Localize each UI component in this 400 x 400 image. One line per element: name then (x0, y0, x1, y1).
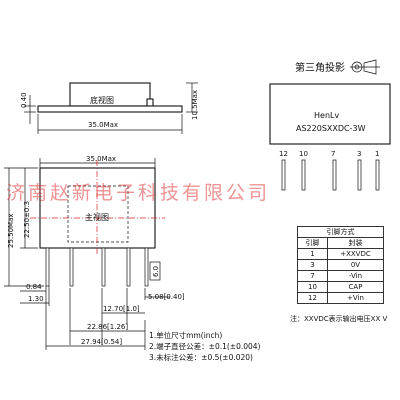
side-pin-label-3: 3 (357, 150, 361, 158)
pin-table-header-pin: 引脚 (297, 237, 328, 249)
model-label: AS220SXXDC-3W (296, 124, 366, 133)
bottom-view-label: 底视图 (90, 95, 114, 105)
projection-label: 第三角投影 (295, 61, 345, 74)
dim-6-0-box (149, 261, 161, 281)
dim-35-top: 35.0Max (88, 121, 118, 129)
side-view: HenLv AS220SXXDC-3W 12 10 7 3 1 (269, 83, 391, 191)
dim-1-30: 1.30 (28, 295, 44, 303)
bottom-view-base (37, 105, 183, 113)
table-row: 12 +Vin (297, 292, 385, 304)
side-pin-label-12: 12 (279, 150, 288, 158)
side-pin-label-1: 1 (375, 150, 379, 158)
table-row: 1 +XXVDC (297, 248, 385, 260)
pin-function: +Vin (326, 292, 385, 304)
dim-12-70: 12.70[1.0] (103, 305, 140, 313)
watermark-text: 济南赵新电子科技有限公司 (6, 182, 270, 204)
bottom-view: 底视图 0.40 10.5Max 35.0Max (20, 82, 199, 134)
dim-6-0: 6.0 (152, 266, 160, 277)
brand-label: HenLv (314, 111, 339, 120)
pin-number: 7 (297, 270, 328, 282)
main-view-inner-outline (67, 185, 129, 243)
pin-table-note: 注：XXVDC表示输出电压XX V (290, 315, 388, 323)
pin-function: -Vin (326, 270, 385, 282)
projection-header: 第三角投影 (295, 59, 380, 75)
main-view: 35.0Max 主视图 25.50Max 22.50±0.3 6.0 0.84 (4, 155, 185, 350)
dim-5-08: 5.08[0.40] (148, 293, 185, 301)
table-row: 3 0V (297, 259, 385, 271)
dim-0-40: 0.40 (20, 92, 28, 108)
dim-10-5-max: 10.5Max (191, 90, 199, 120)
dim-25-50-max: 25.50Max (7, 213, 15, 248)
note-line: 1.单位尺寸mm(inch) (149, 331, 223, 340)
pin-function: CAP (326, 281, 385, 293)
bottom-view-tab (146, 98, 154, 107)
projection-cone (363, 59, 377, 75)
drawing-notes: 1.单位尺寸mm(inch) 2.端子直径公差：±0.1(±0.004) 3.未… (149, 330, 260, 363)
side-view-pins (281, 159, 380, 191)
dim-22-50: 22.50±0.3 (23, 201, 31, 238)
side-pin-label-7: 7 (331, 150, 335, 158)
pin-number: 12 (297, 292, 328, 304)
pin-number: 3 (297, 259, 328, 271)
pin-function: +XXVDC (326, 248, 385, 260)
dim-27-94: 27.94[0.54] (81, 338, 122, 346)
main-view-pins (45, 247, 149, 287)
table-row: 7 -Vin (297, 270, 385, 282)
pin-table: 引脚方式 引脚 封装 1 +XXVDC 3 0V 7 -Vin 10 CAP 1… (297, 226, 385, 304)
side-pin-label-10: 10 (299, 150, 308, 158)
main-view-body (39, 167, 156, 249)
pin-table-title: 引脚方式 (297, 226, 384, 238)
pin-number: 1 (297, 248, 328, 260)
pin-number: 10 (297, 281, 328, 293)
dim-35-main: 35.0Max (86, 155, 116, 163)
pin-table-header-package: 封装 (326, 237, 385, 249)
note-line: 3.未标注公差：±0.5(±0.020) (149, 353, 253, 362)
dim-22-86: 22.86[1.26] (87, 323, 128, 331)
main-view-label: 主视图 (85, 212, 109, 222)
side-view-body (269, 83, 391, 145)
pin-function: 0V (326, 259, 385, 271)
table-row: 10 CAP (297, 281, 385, 293)
note-line: 2.端子直径公差：±0.1(±0.004) (149, 342, 261, 351)
dim-0-84: 0.84 (26, 283, 42, 291)
